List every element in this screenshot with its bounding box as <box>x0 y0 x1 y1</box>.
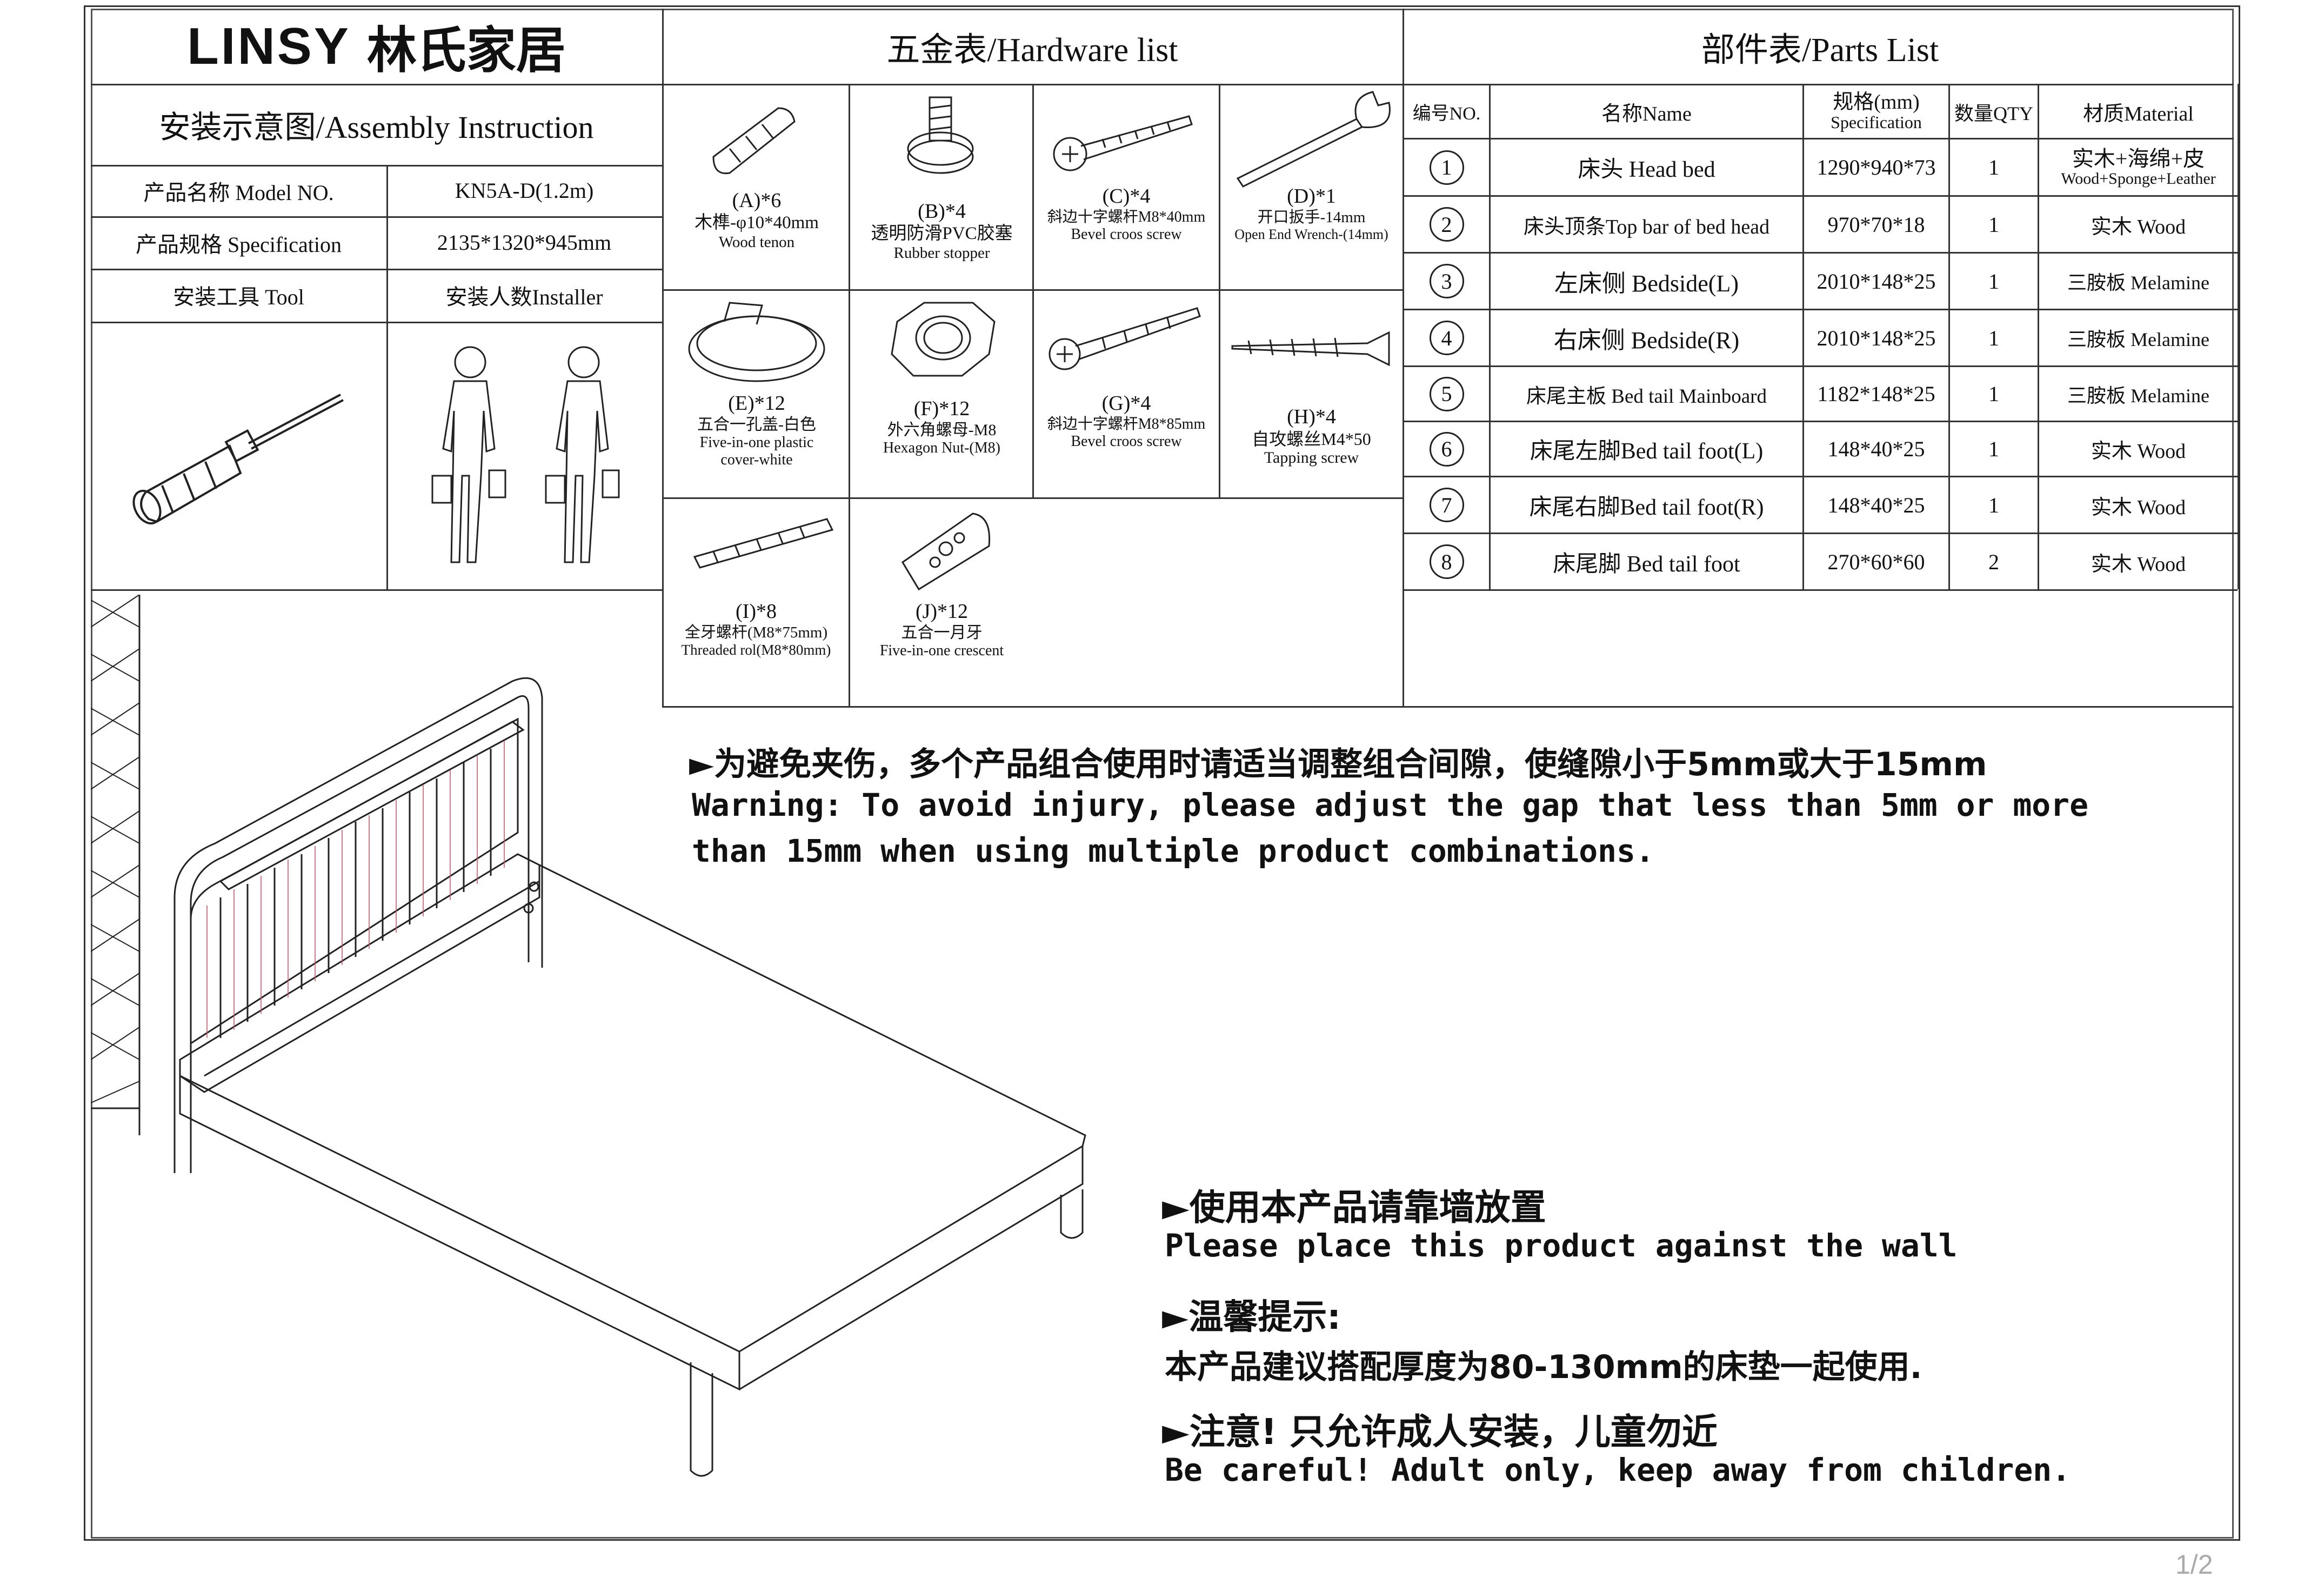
hardware-item-d: (D)*1 开口扳手-14mm Open End Wrench-(14mm) <box>1234 185 1388 243</box>
part-number-circle: 1 <box>1429 150 1464 185</box>
grid-line <box>1403 9 1404 706</box>
spec-value: 2135*1320*945mm <box>437 230 612 255</box>
wrench-icon <box>1236 91 1391 188</box>
part-material: 实木 Wood <box>2091 440 2186 463</box>
part-spec: 970*70*18 <box>1827 212 1925 237</box>
assembly-title: 安装示意图/Assembly Instruction <box>159 110 594 145</box>
grid-line <box>662 9 664 706</box>
part-qty: 1 <box>1988 382 1999 406</box>
logo-cn: 林氏家居 <box>366 22 566 79</box>
part-number-circle: 6 <box>1429 431 1464 467</box>
bevel-screw-long-icon <box>1049 307 1201 370</box>
part-name: 床头顶条Top bar of bed head <box>1523 215 1770 238</box>
part-number-circle: 7 <box>1429 488 1464 522</box>
part-material: 实木+海绵+皮 Wood+Sponge+Leather <box>2061 146 2216 188</box>
tapping-screw-icon <box>1231 331 1390 367</box>
part-number-circle: 3 <box>1429 264 1464 298</box>
part-qty: 1 <box>1988 212 1999 237</box>
parts-header-spec: 规格(mm) Specification <box>1831 90 1922 132</box>
parts-header-qty: 数量QTY <box>1954 102 2033 124</box>
wall-note-en: Please place this product against the wa… <box>1165 1227 1958 1264</box>
part-name: 右床侧 Bedside(R) <box>1553 327 1740 354</box>
part-qty: 1 <box>1988 437 1999 461</box>
crescent-icon <box>901 513 991 591</box>
part-name: 床尾右脚Bed tail foot(R) <box>1529 495 1764 520</box>
part-spec: 148*40*25 <box>1827 492 1925 517</box>
screwdriver-icon <box>132 394 344 525</box>
installer-person-icon <box>431 346 620 563</box>
part-name: 床尾左脚Bed tail foot(L) <box>1530 439 1764 464</box>
part-name: 床尾主板 Bed tail Mainboard <box>1526 385 1767 408</box>
hardware-item-e: (E)*12 五合一孔盖-白色 Five-in-one plastic cove… <box>697 392 816 469</box>
part-number-circle: 4 <box>1429 321 1464 355</box>
part-material: 三胺板 Melamine <box>2067 384 2209 407</box>
part-spec: 270*60*60 <box>1827 549 1925 574</box>
careful-en: Be careful! Adult only, keep away from c… <box>1165 1452 2071 1488</box>
part-qty: 1 <box>1988 269 1999 294</box>
page-number: 1/2 <box>2175 1549 2213 1580</box>
hex-nut-icon <box>891 302 996 377</box>
part-name: 床尾脚 Bed tail foot <box>1553 551 1740 577</box>
bevel-screw-icon <box>1053 115 1193 171</box>
page-frame <box>84 5 2240 1541</box>
part-qty: 1 <box>1988 492 1999 517</box>
hardware-item-a: (A)*6 木榫-φ10*40mm Wood tenon <box>694 189 819 251</box>
part-material: 实木 Wood <box>2091 496 2186 519</box>
threaded-rod-icon <box>693 518 834 569</box>
hardware-item-b: (B)*4 透明防滑PVC胶塞 Rubber stopper <box>871 200 1013 262</box>
hardware-item-c: (C)*4 斜边十字螺杆M8*40mm Bevel croos screw <box>1047 185 1206 243</box>
part-qty: 2 <box>1988 549 1999 574</box>
hardware-item-h: (H)*4 自攻螺丝M4*50 Tapping screw <box>1252 405 1371 467</box>
part-spec: 148*40*25 <box>1827 437 1925 461</box>
model-label: 产品名称 Model NO. <box>143 180 334 205</box>
warning-cn: ►为避免夹伤，多个产品组合使用时请适当调整组合间隙，使缝隙小于5mm或大于15m… <box>689 746 1987 783</box>
wall-note-cn: ►使用本产品请靠墙放置 <box>1162 1187 1546 1228</box>
hardware-item-j: (J)*12 五合一月牙 Five-in-one crescent <box>879 600 1004 660</box>
part-spec: 2010*148*25 <box>1817 269 1936 294</box>
tool-label: 安装工具 Tool <box>173 285 304 309</box>
warning-en-line1: Warning: To avoid injury, please adjust … <box>692 787 2089 823</box>
plastic-cover-icon <box>688 302 825 382</box>
part-spec: 1182*148*25 <box>1817 382 1935 406</box>
hardware-item-f: (F)*12 外六角螺母-M8 Hexagon Nut-(M8) <box>883 397 1000 457</box>
parts-header-no: 编号NO. <box>1412 104 1481 124</box>
part-number-circle: 8 <box>1429 544 1464 579</box>
parts-header-name: 名称Name <box>1601 103 1692 125</box>
warning-en-line2: than 15mm when using multiple product co… <box>692 833 1654 869</box>
part-number-circle: 2 <box>1429 207 1464 242</box>
part-name: 左床侧 Bedside(L) <box>1554 270 1739 297</box>
careful-cn: ►注意! 只允许成人安装，儿童勿近 <box>1162 1411 1718 1453</box>
hardware-title: 五金表/Hardware list <box>886 31 1178 69</box>
part-material: 实木 Wood <box>2091 553 2186 576</box>
part-name: 床头 Head bed <box>1578 157 1715 182</box>
installer-label: 安装人数Installer <box>445 285 603 309</box>
hardware-item-g: (G)*4 斜边十字螺杆M8*85mm Bevel croos screw <box>1047 392 1206 450</box>
logo: LINSY 林氏家居 <box>91 9 662 84</box>
parts-title: 部件表/Parts List <box>1701 31 1939 69</box>
grid-line <box>662 706 2234 708</box>
part-material: 三胺板 Melamine <box>2067 329 2209 350</box>
rubber-stopper-icon <box>907 96 974 174</box>
model-value: KN5A-D(1.2m) <box>455 178 594 203</box>
logo-latin: LINSY <box>187 17 351 75</box>
wood-tenon-icon <box>712 107 796 175</box>
page-frame-inner <box>91 9 2234 1539</box>
parts-header-material: 材质Material <box>2083 103 2194 125</box>
hardware-item-i: (I)*8 全牙螺杆(M8*75mm) Threaded rol(M8*80mm… <box>681 600 831 658</box>
tip-title: ►温馨提示: <box>1162 1297 1341 1337</box>
part-spec: 1290*940*73 <box>1817 155 1936 179</box>
part-qty: 1 <box>1988 325 1999 350</box>
grid-line <box>91 84 2234 85</box>
bed-illustration <box>91 595 1086 1477</box>
part-number-circle: 5 <box>1429 376 1464 411</box>
part-material: 实木 Wood <box>2091 215 2186 238</box>
part-spec: 2010*148*25 <box>1817 325 1936 350</box>
part-material: 三胺板 Melamine <box>2067 272 2209 294</box>
spec-label: 产品规格 Specification <box>135 232 342 257</box>
part-qty: 1 <box>1988 155 1999 179</box>
tip-text: 本产品建议搭配厚度为80-130mm的床垫一起使用. <box>1165 1348 1922 1386</box>
